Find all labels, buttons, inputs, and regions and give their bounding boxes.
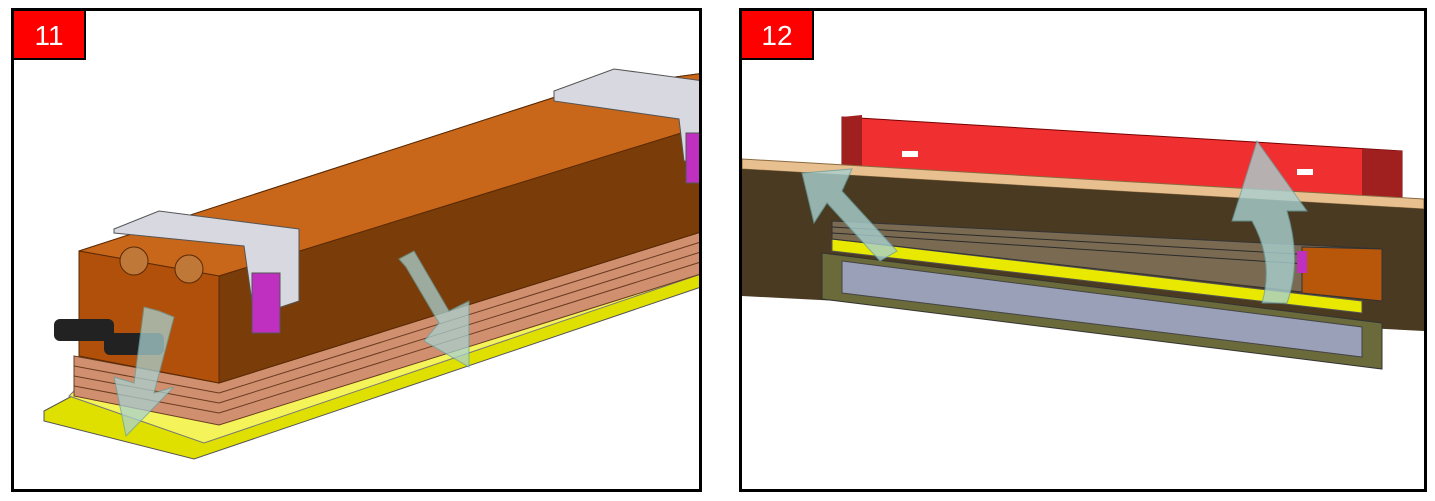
step-number-badge: 11 <box>14 11 86 60</box>
step-12-panel: 12 <box>739 8 1427 492</box>
up-arrow-icon <box>1231 139 1308 304</box>
down-arrow-icon <box>398 250 470 368</box>
label-tag <box>251 272 281 334</box>
label-tag <box>685 132 699 184</box>
tilted-unit <box>821 220 1383 370</box>
step-11-illustration <box>43 68 699 460</box>
step-12-illustration <box>742 115 1424 370</box>
mounting-bracket-rear <box>553 68 699 184</box>
mounting-bracket-front <box>113 210 300 334</box>
down-arrow-icon <box>113 306 175 438</box>
step-11-panel: 11 <box>11 8 702 492</box>
step-number-badge: 12 <box>742 11 814 60</box>
up-arrow-icon <box>801 168 898 262</box>
